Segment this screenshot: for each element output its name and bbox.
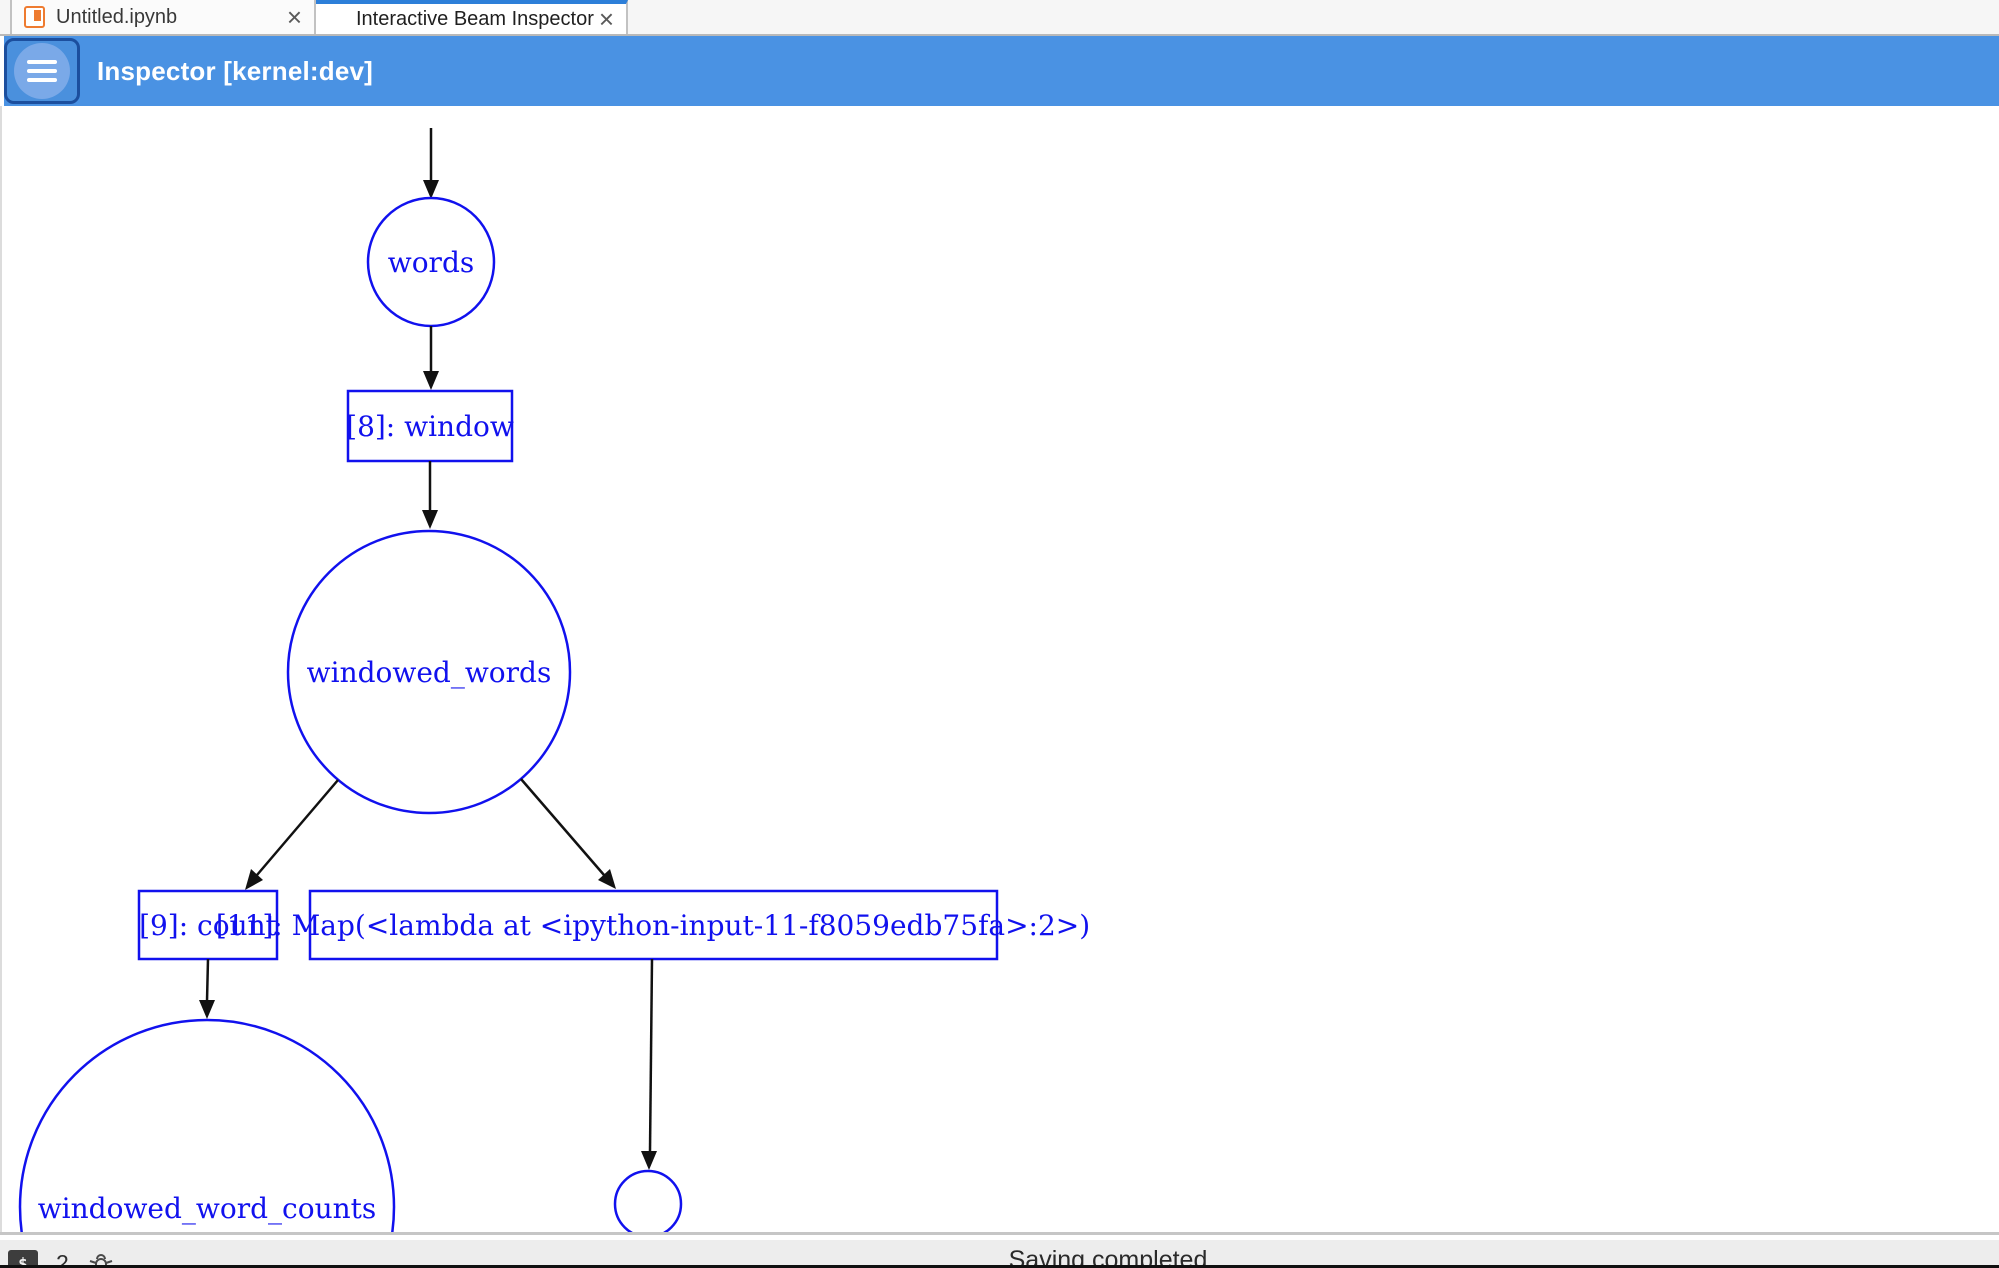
edge-words-to-window [423,326,439,390]
tab-bar: Untitled.ipynb × Interactive Beam Inspec… [0,0,1999,36]
edge-windowed-words-to-map [520,778,616,889]
close-icon[interactable]: × [286,2,302,32]
svg-text:windowed_words: windowed_words [307,656,552,689]
svg-text:[9]: count: [9]: count [139,909,278,942]
hamburger-icon [14,43,70,99]
edge-map-to-anonymous [641,958,657,1170]
edge-window-to-windowed-words [422,461,438,529]
status-divider [0,1232,1999,1235]
node-windowed-words[interactable]: windowed_words [286,529,572,815]
pipeline-graph-panel: words [8]: window windowed_words [0,106,1999,1232]
node-cell-11-map[interactable]: [11]: Map(<lambda at <ipython-input-11-f… [216,889,1090,961]
kernel-count[interactable]: 2 [56,1250,69,1268]
menu-toggle-button[interactable] [4,38,80,104]
edge-windowed-words-to-count [245,779,339,890]
tab-label: Untitled.ipynb [56,5,178,28]
edge-top-to-words [423,128,439,199]
node-words[interactable]: words [366,196,496,328]
svg-text:words: words [388,246,475,279]
header-left-gap [0,36,4,106]
edge-count-to-windowed-word-counts [199,958,215,1019]
tab-label: Interactive Beam Inspector [356,7,594,30]
tab-interactive-beam-inspector[interactable]: Interactive Beam Inspector × [316,0,628,34]
page-title: Inspector [kernel:dev] [97,56,374,86]
status-bar [0,1240,1999,1265]
close-icon[interactable]: × [598,4,614,34]
svg-text:[11]: Map(<lambda at <ipython-: [11]: Map(<lambda at <ipython-input-11-f… [216,909,1090,942]
inspector-header [0,36,1999,106]
svg-text:[8]: window: [8]: window [346,410,514,443]
node-anonymous-pcollection[interactable] [613,1169,683,1232]
terminal-icon[interactable]: $ [8,1250,38,1268]
notebook-icon [24,6,45,28]
svg-text:windowed_word_counts: windowed_word_counts [38,1192,377,1225]
tab-untitled-ipynb[interactable]: Untitled.ipynb × [10,0,316,34]
pipeline-graph: words [8]: window windowed_words [18,128,1090,1232]
bottom-edge [0,1265,1999,1268]
node-cell-9-count[interactable]: [9]: count [137,889,279,961]
node-cell-8-window[interactable]: [8]: window [346,389,514,463]
status-message: Saving completed [1008,1246,1208,1268]
node-windowed-word-counts[interactable]: windowed_word_counts [18,1018,396,1232]
